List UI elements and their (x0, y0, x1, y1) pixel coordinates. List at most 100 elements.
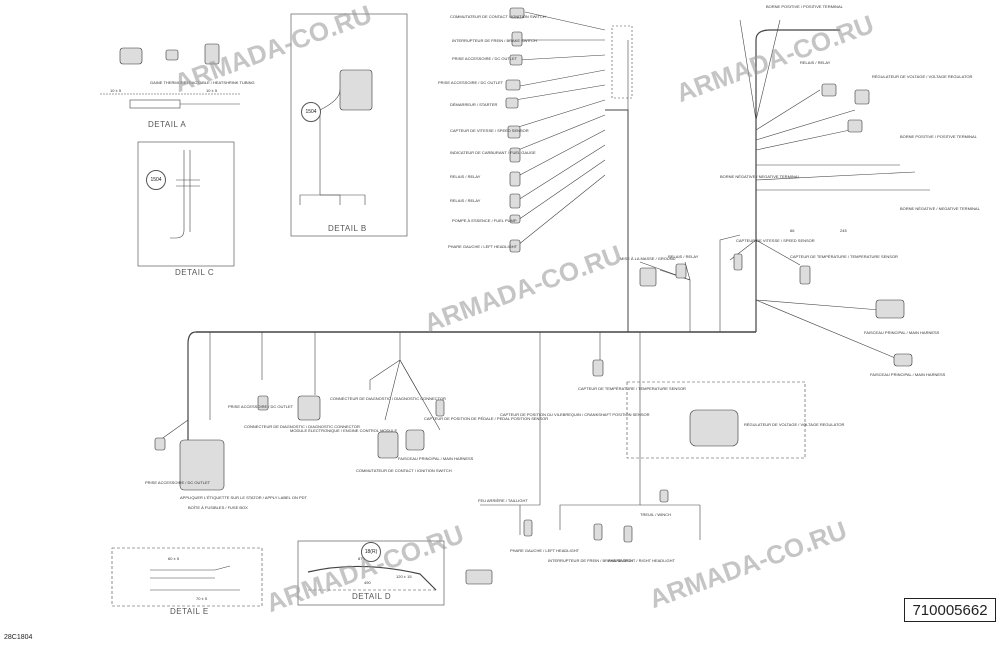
connector-icon (799, 265, 811, 285)
connector-icon (509, 193, 521, 209)
connector-icon (639, 267, 657, 287)
connector-icon (733, 253, 743, 271)
label: 70 ± 5 (196, 596, 208, 601)
connector-icon (204, 43, 220, 65)
callout-detail-d: 18(R) (361, 542, 381, 562)
label: GAINE THERMORÉTRACTABLE / HEATSHRINK TUB… (150, 80, 255, 85)
label: FEU ARRIÈRE / TAILLIGHT (478, 498, 528, 503)
label: CAPTEUR DE TEMPÉRATURE / TEMPERATURE SEN… (790, 254, 898, 259)
label: PRISE ACCESSOIRE / DC OUTLET (145, 480, 211, 485)
connector-icon (623, 525, 633, 543)
detail-c-frame (137, 141, 235, 267)
connector-icon (509, 171, 521, 187)
label: COMMUTATEUR DE CONTACT / IGNITION SWITCH (356, 468, 452, 473)
label: RÉGULATEUR DE VOLTAGE / VOLTAGE REGULATO… (744, 422, 845, 427)
detail-a-title: DETAIL A (148, 120, 187, 129)
connector-icon (592, 359, 604, 377)
detail-b-connector (339, 69, 373, 111)
label: FAISCEAU PRINCIPAL / MAIN HARNESS (864, 330, 940, 335)
label: 245 (840, 228, 847, 233)
connector-icon (435, 399, 445, 417)
connector-icon (509, 214, 521, 224)
label: RELAIS / RELAY (668, 254, 699, 259)
label: INDICATEUR DE CARBURANT / FUEL GAUGE (450, 150, 536, 155)
connector-icon (893, 353, 913, 367)
label: MODULE ÉLECTRONIQUE / ENGINE CONTROL MOD… (290, 428, 398, 433)
label: RELAIS / RELAY (450, 174, 481, 179)
label: BORNE POSITIVE / POSITIVE TERMINAL (900, 134, 977, 139)
label: CONNECTEUR DE DIAGNOSTIC / DIAGNOSTIC CO… (330, 396, 446, 401)
detail-b-title: DETAIL B (328, 224, 367, 233)
label: CAPTEUR DE TEMPÉRATURE / TEMPERATURE SEN… (578, 386, 686, 391)
label: TREUIL / WINCH (640, 512, 671, 517)
connector-icon (509, 7, 525, 19)
label: PHARE GAUCHE / LEFT HEADLIGHT (448, 244, 518, 249)
label: DÉMARREUR / STARTER (450, 102, 498, 107)
label: INTERRUPTEUR DE FREIN / BRAKE SWITCH (452, 38, 537, 43)
label: 870 (358, 556, 365, 561)
connector-icon (821, 83, 837, 97)
label: 490 (364, 580, 371, 585)
detail-d-frame (297, 540, 445, 606)
label: RELAIS / RELAY (800, 60, 831, 65)
drawing-id: 28C1804 (4, 634, 33, 641)
label: 10 ± 5 (206, 88, 218, 93)
connector-icon (377, 431, 399, 459)
label: CAPTEUR DE VITESSE / SPEED SENSOR (450, 128, 529, 133)
stator-icon (689, 409, 739, 447)
connector-icon (507, 125, 521, 139)
fuse-box-icon (179, 439, 225, 491)
connector-icon (511, 31, 523, 47)
ecm-connector-icon (297, 395, 321, 421)
callout-detail-c: 1504 (146, 170, 166, 190)
label: PRISE ACCESSOIRE / DC OUTLET (438, 80, 504, 85)
engine-area-frame (626, 381, 806, 459)
connector-icon (675, 263, 687, 279)
label: BOÎTE À FUSIBLES / FUSE BOX (188, 505, 248, 510)
connector-icon (875, 299, 905, 319)
label: INTERRUPTEUR DE FREIN / BRAKE SWITCH (548, 558, 633, 563)
connector-icon (257, 395, 269, 411)
connector-icon (509, 147, 521, 163)
detail-e-title: DETAIL E (170, 607, 209, 616)
label: MISE À LA MASSE / GROUND (620, 256, 676, 261)
label: APPLIQUER L'ÉTIQUETTE SUR LE STATOR / AP… (180, 495, 307, 500)
label: BORNE NÉGATIVE / NEGATIVE TERMINAL (720, 174, 800, 179)
label: PHARE GAUCHE / LEFT HEADLIGHT (510, 548, 580, 553)
connector-area-frame (611, 25, 633, 99)
connector-icon (465, 569, 493, 585)
connector-icon (405, 429, 425, 451)
connector-icon (659, 489, 669, 503)
label: PHARE DROIT / RIGHT HEADLIGHT (608, 558, 675, 563)
label: BORNE POSITIVE / POSITIVE TERMINAL (766, 4, 843, 9)
connector-icon (165, 49, 179, 61)
label: FAISCEAU PRINCIPAL / MAIN HARNESS (870, 372, 946, 377)
connector-icon (509, 239, 521, 253)
connector-icon (505, 97, 519, 109)
detail-d-title: DETAIL D (352, 592, 392, 601)
connector-icon (505, 79, 521, 91)
label: PRISE ACCESSOIRE / DC OUTLET (452, 56, 518, 61)
part-number-box: 710005662 (904, 598, 996, 622)
label: POMPE À ESSENCE / FUEL PUMP (452, 218, 517, 223)
callout-detail-b: 1504 (301, 102, 321, 122)
label: 120 ± 15 (396, 574, 412, 579)
label: RELAIS / RELAY (450, 198, 481, 203)
label: RÉGULATEUR DE VOLTAGE / VOLTAGE REGULATO… (872, 74, 973, 79)
connector-icon (119, 47, 143, 65)
detail-e-frame (111, 547, 263, 607)
label: COMMUTATEUR DE CONTACT / IGNITION SWITCH (450, 14, 546, 19)
label: 10 ± 5 (110, 88, 122, 93)
label: CAPTEUR DE VITESSE / SPEED SENSOR (736, 238, 815, 243)
label: 60 ± 5 (168, 556, 180, 561)
detail-c-title: DETAIL C (175, 268, 215, 277)
label: PRISE ACCESSOIRE / DC OUTLET (228, 404, 294, 409)
connector-icon (154, 437, 166, 451)
connector-icon (509, 54, 523, 66)
label: BORNE NÉGATIVE / NEGATIVE TERMINAL (900, 206, 980, 211)
label: 66 (790, 228, 795, 233)
connector-icon (854, 89, 870, 105)
label: CONNECTEUR DE DIAGNOSTIC / DIAGNOSTIC CO… (244, 424, 360, 429)
detail-b-frame (290, 13, 408, 237)
